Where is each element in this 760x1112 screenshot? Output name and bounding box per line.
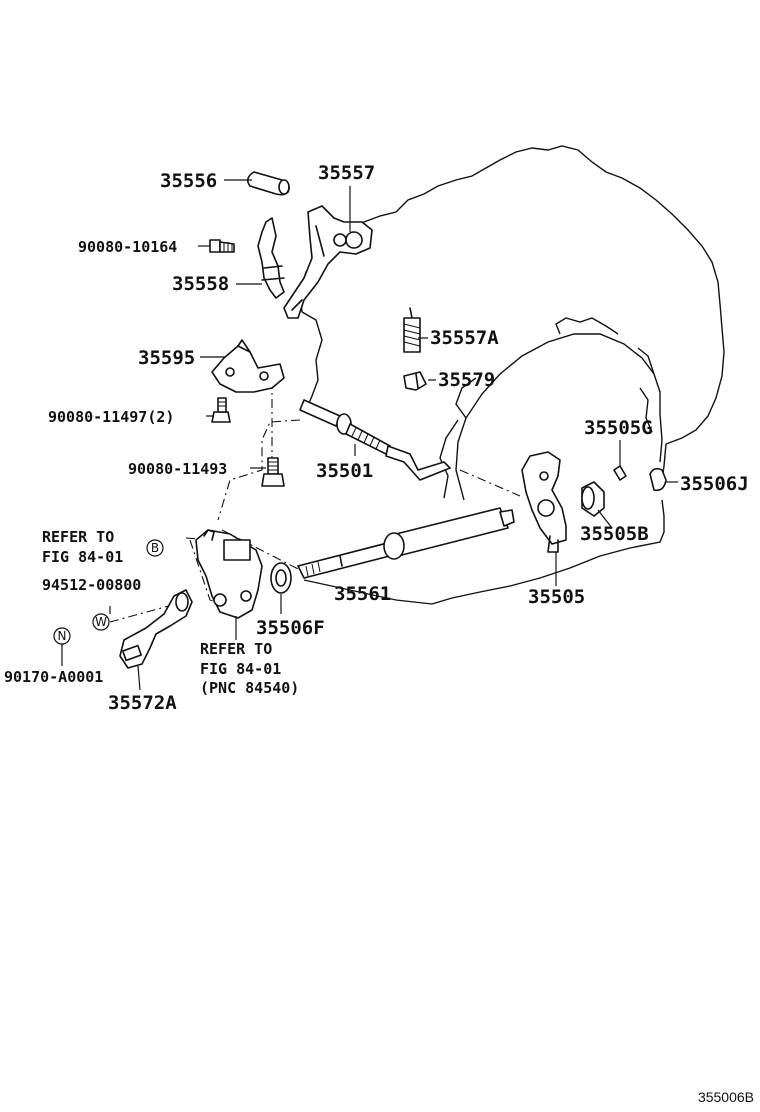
label-90080-11493: 90080-11493 — [128, 460, 227, 478]
pin-35505G-drawing — [613, 465, 627, 481]
refer-lower-line2: FIG 84-01 — [200, 660, 281, 678]
bracket-35595-drawing — [211, 339, 285, 393]
refer-b-line1: REFER TO — [42, 528, 114, 546]
label-35505G: 35505G — [584, 417, 653, 439]
label-35557: 35557 — [318, 162, 375, 184]
marker-w-letter: W — [95, 615, 107, 629]
rod-35501-drawing — [299, 399, 451, 481]
circle-marker-n: N — [53, 627, 71, 645]
label-94512-00800: 94512-00800 — [42, 576, 141, 594]
detent-lever-35557-drawing — [283, 205, 373, 319]
label-90080-11497: 90080-11497(2) — [48, 408, 174, 426]
oil-seal-35506F-drawing — [270, 562, 292, 594]
refer-lower-line3: (PNC 84540) — [200, 679, 299, 697]
label-35595: 35595 — [138, 347, 195, 369]
label-35501: 35501 — [316, 460, 373, 482]
label-35505B: 35505B — [580, 523, 649, 545]
marker-b-letter: B — [151, 541, 159, 555]
figure-id: 355006B — [698, 1089, 754, 1105]
manual-lever-35505-drawing — [521, 451, 567, 553]
circle-marker-w: W — [92, 613, 110, 631]
pin-35556-drawing — [246, 171, 290, 196]
bolt-90080-10164-drawing — [209, 239, 235, 253]
detent-spring-35558-drawing — [257, 217, 285, 299]
collar-35505B-drawing — [581, 481, 605, 517]
bolt-90080-11497-drawing — [211, 397, 231, 423]
spring-35557A-drawing — [403, 307, 421, 353]
label-35572A: 35572A — [108, 692, 177, 714]
label-35561: 35561 — [334, 583, 391, 605]
label-35557A: 35557A — [430, 327, 499, 349]
refer-lower-line1: REFER TO — [200, 640, 272, 658]
label-90170-A0001: 90170-A0001 — [4, 668, 103, 686]
label-35579: 35579 — [438, 369, 495, 391]
clip-35506J-drawing — [649, 467, 667, 492]
label-35506J: 35506J — [680, 473, 749, 495]
circle-marker-b: B — [146, 539, 164, 557]
neutral-start-switch-drawing — [195, 529, 263, 619]
leader-lines — [61, 179, 678, 691]
transmission-housing — [299, 145, 725, 605]
refer-b-line2: FIG 84-01 — [42, 548, 123, 566]
bolt-90080-11493-drawing — [261, 457, 285, 487]
shaft-35561-drawing — [297, 507, 515, 579]
label-35506F: 35506F — [256, 617, 325, 639]
marker-n-letter: N — [58, 629, 67, 643]
lever-35572A-drawing — [119, 589, 193, 669]
label-35505: 35505 — [528, 586, 585, 608]
plug-35579-drawing — [403, 371, 427, 391]
label-35556: 35556 — [160, 170, 217, 192]
label-90080-10164: 90080-10164 — [78, 238, 177, 256]
label-35558: 35558 — [172, 273, 229, 295]
